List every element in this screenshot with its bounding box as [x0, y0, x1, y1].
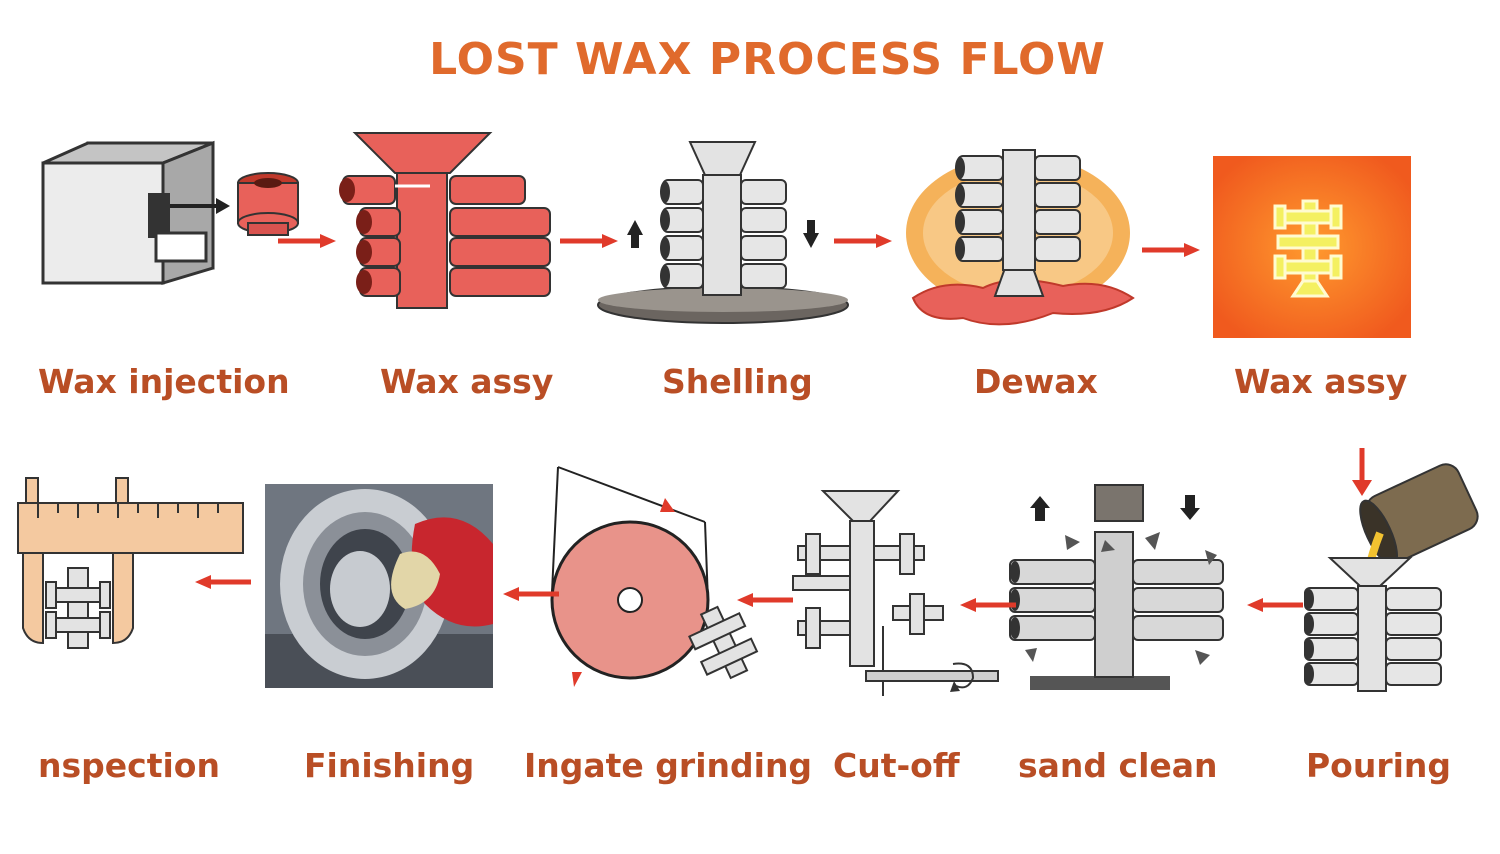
- flow-arrow-icon: [195, 574, 255, 590]
- flow-arrow-icon: [278, 233, 338, 249]
- step-label: Pouring: [1306, 746, 1452, 785]
- step-label: Ingate grinding: [524, 746, 813, 785]
- shell-coating-icon: [595, 140, 855, 330]
- flow-arrow-icon: [503, 586, 563, 602]
- step-label: Cut-off: [833, 746, 960, 785]
- grinding-wheel-icon: [530, 462, 770, 702]
- step-label: Dewax: [974, 362, 1098, 401]
- dewax-melting-icon: [903, 148, 1143, 338]
- step-label: Wax assy: [1234, 362, 1408, 401]
- flow-arrow-icon: [834, 233, 894, 249]
- wax-tree-assembly-icon: [335, 128, 565, 313]
- sand-clean-vibration-icon: [1005, 480, 1245, 695]
- step-label: sand clean: [1018, 746, 1218, 785]
- step-label: Shelling: [662, 362, 813, 401]
- step-label: nspection: [38, 746, 220, 785]
- furnace-firing-icon: [1213, 156, 1411, 338]
- cut-off-saw-icon: [788, 486, 1003, 701]
- flow-arrow-icon: [1142, 242, 1202, 258]
- step-label: Finishing: [304, 746, 475, 785]
- page-title: LOST WAX PROCESS FLOW: [429, 34, 1106, 85]
- flow-arrow-icon: [737, 592, 797, 608]
- flow-arrow-icon: [560, 233, 620, 249]
- pouring-ladle-icon: [1300, 448, 1480, 693]
- flow-arrow-icon: [1247, 597, 1307, 613]
- step-label: Wax injection: [38, 362, 290, 401]
- step-label: Wax assy: [380, 362, 554, 401]
- caliper-inspection-icon: [17, 477, 248, 673]
- finishing-polish-photo-icon: [265, 484, 493, 688]
- flow-arrow-icon: [960, 597, 1020, 613]
- wax-injection-mold-icon: [38, 138, 308, 298]
